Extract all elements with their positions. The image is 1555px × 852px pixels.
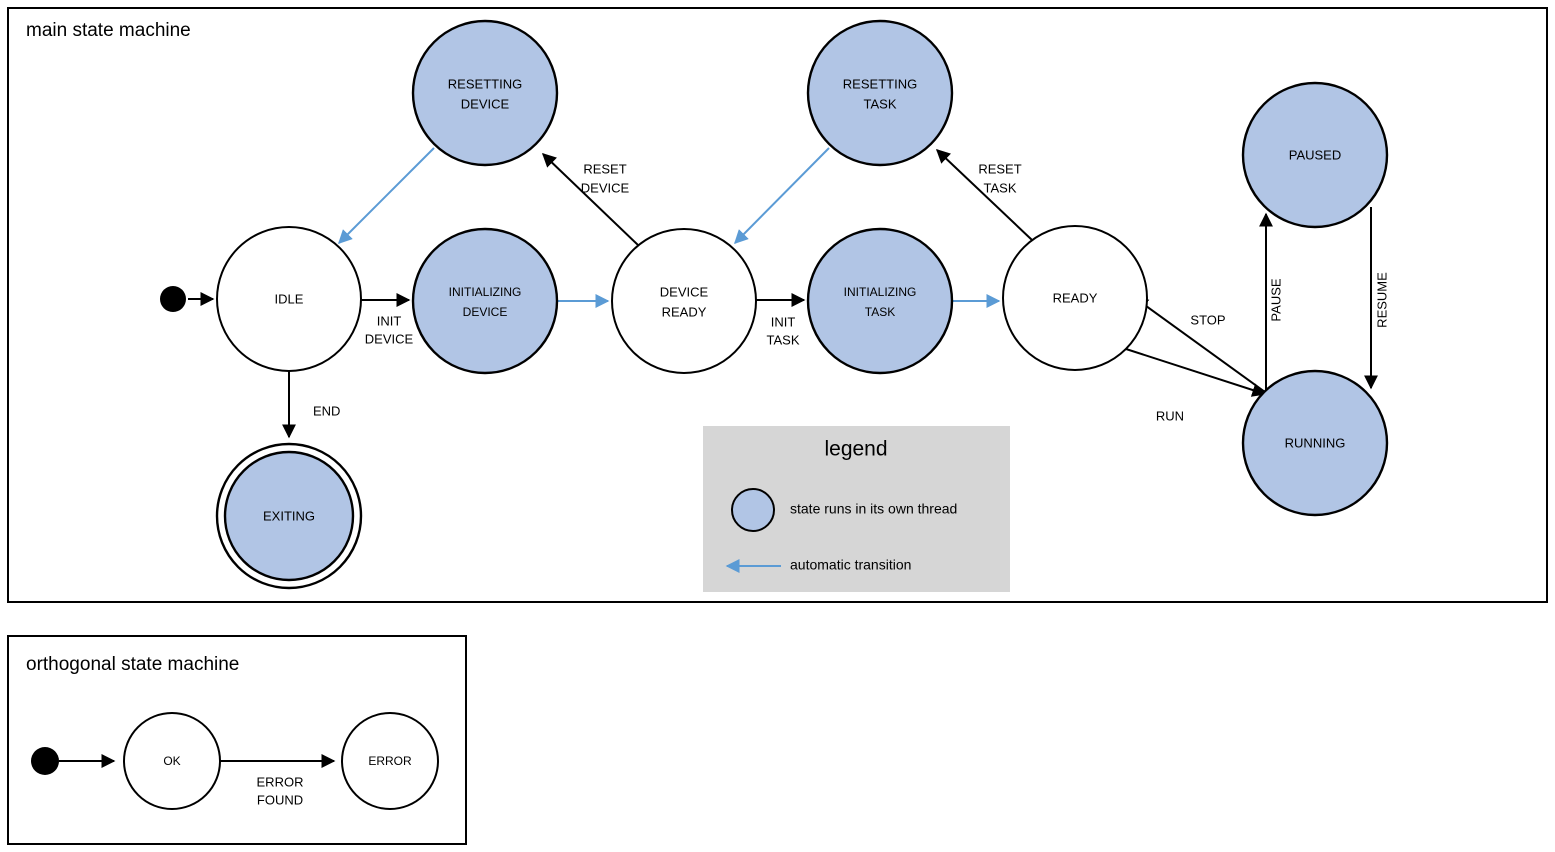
state-node-ready[interactable]: READY [1002, 225, 1148, 371]
state-label-initializing-task-line2: TASK [865, 305, 895, 319]
state-circle-ok[interactable] [123, 712, 221, 810]
initial-state-dot[interactable] [160, 286, 186, 312]
state-circle-resetting-device[interactable] [411, 19, 559, 167]
transition-ready-to-resetting-task[interactable] [935, 149, 1033, 241]
transition-label-reset-task-line2: TASK [984, 180, 1017, 195]
legend: legend state runs in its own thread auto… [703, 426, 1010, 592]
state-label-resetting-device-line1: RESETTING [448, 76, 522, 91]
state-circle-error[interactable] [341, 712, 439, 810]
legend-thread-state-swatch-icon [731, 488, 775, 532]
transition-ready-to-running[interactable] [1125, 348, 1267, 397]
state-label-initializing-device-line2: DEVICE [463, 305, 508, 319]
orthogonal-frame-title: orthogonal state machine [26, 654, 239, 675]
state-node-ok[interactable]: OK [123, 712, 221, 810]
state-label-device-ready-line1: DEVICE [660, 284, 709, 299]
main-states-layer: IDLE RESETTING DEVICE INITIALIZING DEVIC… [160, 19, 1389, 590]
state-circle-device-ready[interactable] [611, 228, 757, 374]
state-node-resetting-task[interactable]: RESETTING TASK [806, 19, 954, 167]
state-label-error: ERROR [368, 754, 412, 768]
state-node-initializing-task[interactable]: INITIALIZING TASK [806, 227, 954, 375]
state-circle-idle[interactable] [216, 226, 362, 372]
state-node-idle[interactable]: IDLE [216, 226, 362, 372]
state-node-resetting-device[interactable]: RESETTING DEVICE [411, 19, 559, 167]
state-node-exiting[interactable]: EXITING [215, 442, 363, 590]
transition-label-reset-device-line1: RESET [583, 161, 626, 176]
state-circle-resetting-task[interactable] [806, 19, 954, 167]
state-label-initializing-device-line1: INITIALIZING [449, 285, 522, 299]
state-node-running[interactable]: RUNNING [1241, 369, 1389, 517]
main-frame-title: main state machine [26, 20, 191, 41]
transition-resetting-device-to-idle[interactable] [338, 147, 435, 244]
transition-label-resume: RESUME [1374, 272, 1389, 328]
legend-title: legend [824, 438, 887, 461]
legend-item-label-thread: state runs in its own thread [790, 501, 957, 517]
transition-label-reset-task-line1: RESET [978, 161, 1021, 176]
transition-label-reset-device-line2: DEVICE [581, 180, 630, 195]
state-node-initializing-device[interactable]: INITIALIZING DEVICE [411, 227, 559, 375]
state-label-paused: PAUSED [1289, 147, 1342, 162]
orthogonal-state-machine-frame: orthogonal state machine ERROR FOUND OK … [7, 635, 467, 845]
state-label-ok: OK [163, 754, 180, 768]
state-label-idle: IDLE [275, 291, 304, 306]
state-label-ready: READY [1053, 290, 1098, 305]
state-label-resetting-task-line1: RESETTING [843, 76, 917, 91]
orthogonal-initial-state-dot[interactable] [31, 747, 59, 775]
state-circle-running[interactable] [1241, 369, 1389, 517]
transition-running-to-ready[interactable] [1133, 297, 1266, 393]
transition-label-init-device-line2: DEVICE [365, 331, 414, 346]
state-label-resetting-device-line2: DEVICE [461, 96, 510, 111]
state-circle-paused[interactable] [1241, 81, 1389, 229]
transition-label-pause: PAUSE [1268, 278, 1283, 321]
transition-label-init-task-line1: INIT [771, 314, 796, 329]
state-node-paused[interactable]: PAUSED [1241, 81, 1389, 229]
transition-resetting-task-to-device-ready[interactable] [734, 147, 830, 244]
transition-label-error-found-line1: ERROR [257, 774, 304, 789]
transition-label-init-task-line2: TASK [767, 332, 800, 347]
state-node-error[interactable]: ERROR [341, 712, 439, 810]
state-circle-exiting-inner[interactable] [223, 450, 355, 582]
transition-label-init-device-line1: INIT [377, 313, 402, 328]
transition-label-error-found-line2: FOUND [257, 792, 303, 807]
state-circle-ready[interactable] [1002, 225, 1148, 371]
transition-device-ready-to-resetting-device[interactable] [541, 153, 640, 247]
state-label-exiting: EXITING [263, 508, 315, 523]
state-circle-initializing-task[interactable] [806, 227, 954, 375]
state-node-device-ready[interactable]: DEVICE READY [611, 228, 757, 374]
transition-label-end: END [313, 403, 340, 418]
state-label-device-ready-line2: READY [662, 304, 707, 319]
main-transitions-layer: INIT DEVICE RESET DEVICE INIT TASK RESET… [188, 147, 1389, 439]
transition-label-stop: STOP [1190, 312, 1225, 327]
state-label-running: RUNNING [1285, 435, 1346, 450]
transition-label-run: RUN [1156, 408, 1184, 423]
legend-item-label-automatic: automatic transition [790, 557, 911, 573]
state-label-initializing-task-line1: INITIALIZING [844, 285, 917, 299]
state-circle-initializing-device[interactable] [411, 227, 559, 375]
state-label-resetting-task-line2: TASK [864, 96, 897, 111]
